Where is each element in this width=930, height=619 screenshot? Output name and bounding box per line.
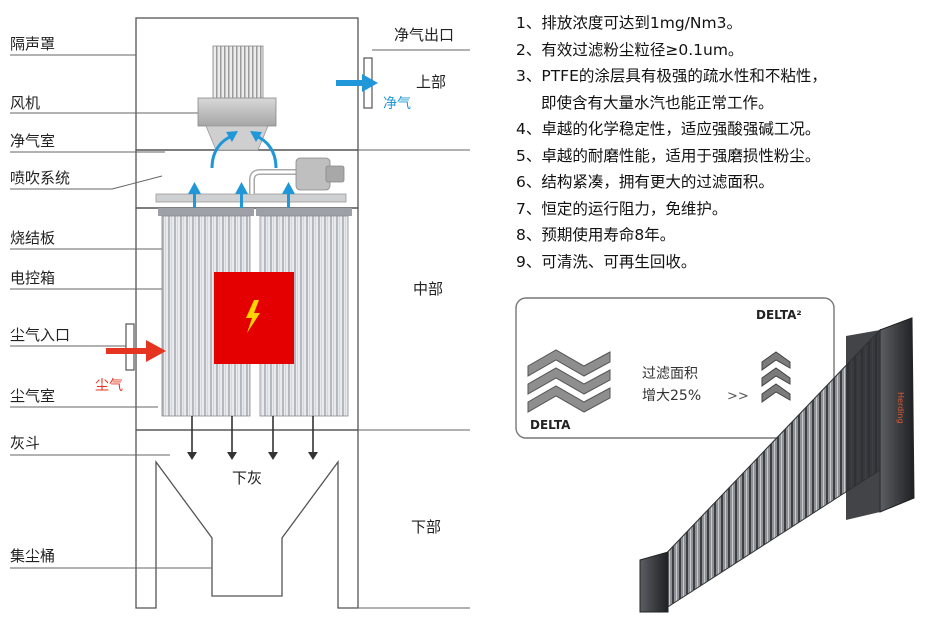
label-clean-chamber: 净气室 — [10, 132, 55, 150]
feature-list: 1、排放浓度可达到1mg/Nm3。 2、有效过滤粉尘粒径≥0.1um。 3、PT… — [516, 10, 930, 275]
label-sound-cover: 隔声罩 — [10, 35, 55, 53]
feature-item: 5、卓越的耐磨性能，适用于强磨损性粉尘。 — [516, 146, 821, 165]
feature-item: 1、排放浓度可达到1mg/Nm3。 — [516, 14, 742, 32]
filter-element: Herding — [639, 317, 915, 613]
delta2-label: DELTA² — [756, 308, 802, 322]
label-dusty-inlet: 尘气入口 — [10, 326, 70, 344]
label-clean-outlet: 净气出口 — [394, 26, 454, 44]
delta-label: DELTA — [530, 418, 571, 432]
feature-item: 8、预期使用寿命8年。 — [516, 226, 676, 244]
label-fan: 风机 — [10, 94, 40, 112]
control-box — [214, 272, 294, 364]
label-ash-hopper: 灰斗 — [10, 434, 40, 452]
leader-lines-left — [10, 54, 222, 569]
fan — [197, 45, 277, 151]
arrow-head-left — [226, 131, 238, 142]
arrow-head-right — [250, 131, 262, 142]
ash-arrows — [187, 416, 318, 460]
label-control-box: 电控箱 — [10, 269, 55, 287]
leader-lines-right — [358, 49, 470, 609]
feature-item: 2、有效过滤粉尘粒径≥0.1um。 — [516, 40, 744, 59]
label-clean-gas: 净气 — [383, 96, 411, 112]
area-text-line2: 增大25% — [642, 388, 701, 404]
label-middle: 中部 — [413, 280, 443, 298]
lightning-icon — [246, 300, 260, 333]
label-dust-bin: 集尘桶 — [10, 547, 55, 565]
filter-comparison: DELTA² DELTA 过滤面积 增大25% >> — [515, 297, 835, 439]
label-dusty-chamber: 尘气室 — [10, 387, 55, 405]
delta-filter-icon — [527, 349, 611, 413]
delta2-filter-icon — [761, 351, 791, 403]
label-dusty-gas: 尘气 — [95, 378, 123, 394]
feature-item: 7、恒定的运行阻力，免维护。 — [516, 199, 728, 218]
dusty-inlet-arrow — [106, 340, 166, 362]
label-pulse-system: 喷吹系统 — [10, 169, 70, 187]
pulse-system — [155, 157, 347, 203]
outlet-arrow — [336, 74, 378, 92]
feature-item: 9、可清洗、可再生回收。 — [516, 252, 697, 271]
feature-item: 3、PTFE的涂层具有极强的疏水性和不粘性， — [516, 67, 827, 85]
brand-mark: Herding — [896, 392, 905, 424]
dusty-inlet-flange — [125, 323, 135, 371]
label-sintered-plate: 烧结板 — [10, 229, 55, 247]
comparison-arrows: >> — [727, 389, 749, 404]
label-lower: 下部 — [411, 518, 441, 536]
feature-item-continuation: 即使含有大量水汽也能正常工作。 — [541, 93, 774, 112]
feature-item: 6、结构紧凑，拥有更大的过滤面积。 — [516, 173, 774, 191]
feature-item: 4、卓越的化学稳定性，适应强酸强碱工况。 — [516, 120, 821, 138]
label-upper: 上部 — [416, 73, 446, 91]
area-text-line1: 过滤面积 — [642, 366, 698, 382]
label-ash-down: 下灰 — [232, 469, 262, 487]
